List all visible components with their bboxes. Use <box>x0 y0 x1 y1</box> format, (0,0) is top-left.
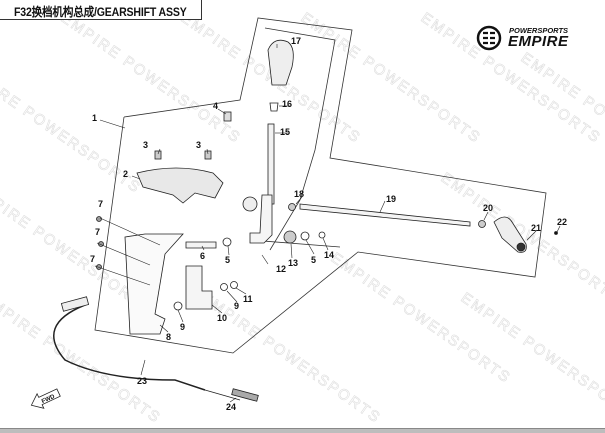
callout-5b: 5 <box>311 255 316 265</box>
bottom-border <box>0 428 605 433</box>
washer-14 <box>318 231 326 239</box>
callout-11: 11 <box>243 294 253 304</box>
fwd-arrow-icon: FWD <box>30 388 61 409</box>
callout-21: 21 <box>531 223 541 233</box>
callout-18: 18 <box>294 189 304 199</box>
nut-18 <box>288 203 296 211</box>
bolt-3a <box>154 150 162 160</box>
screw-7c <box>96 264 102 270</box>
callout-9b: 9 <box>234 301 239 311</box>
callout-7c: 7 <box>90 254 95 264</box>
shift-knob <box>267 39 294 86</box>
callout-2: 2 <box>123 169 128 179</box>
washer-9b <box>220 283 228 291</box>
screw-7a <box>96 216 102 222</box>
callout-5a: 5 <box>225 255 230 265</box>
callout-12: 12 <box>276 264 286 274</box>
lever-base <box>249 194 273 244</box>
callouts: 1 2 3 3 4 5 5 6 7 7 7 8 9 9 10 11 12 13 … <box>90 36 567 412</box>
bushing-5a <box>222 237 232 247</box>
knob-nut <box>269 102 279 112</box>
bracket <box>124 233 184 335</box>
callout-13: 13 <box>288 258 298 268</box>
fwd-label: FWD <box>41 394 57 405</box>
callout-10: 10 <box>217 313 227 323</box>
cable-end <box>60 296 90 312</box>
callout-19: 19 <box>386 194 396 204</box>
callout-8: 8 <box>166 332 171 342</box>
lever-rod <box>267 123 275 205</box>
title-box: F32换档机构总成/GEARSHIFT ASSY <box>0 0 202 20</box>
callout-22: 22 <box>557 217 567 227</box>
brand-logo: POWERSPORTS EMPIRE <box>476 25 586 51</box>
watermark: EMPIRE POWERSPORTS EMPIRE POWERSPORTS EM… <box>0 9 605 427</box>
callout-7b: 7 <box>95 227 100 237</box>
logo-powersports: POWERSPORTS <box>509 26 569 35</box>
callout-4: 4 <box>213 101 218 111</box>
callout-9a: 9 <box>180 322 185 332</box>
callout-17: 17 <box>291 36 301 46</box>
logo-empire: EMPIRE <box>508 33 569 50</box>
bushing-5b <box>300 231 310 241</box>
bolt-3b <box>204 150 212 160</box>
cable-23 <box>53 304 206 391</box>
washer-11 <box>230 281 238 289</box>
callout-24: 24 <box>226 402 236 412</box>
callout-15: 15 <box>280 127 290 137</box>
spring-24 <box>231 388 259 402</box>
shift-rod <box>299 203 471 227</box>
callout-20: 20 <box>483 203 493 213</box>
pin-6 <box>185 241 217 249</box>
clip-4 <box>223 111 232 122</box>
screw-22 <box>554 231 558 235</box>
callout-7a: 7 <box>98 199 103 209</box>
callout-14: 14 <box>324 250 334 260</box>
shift-cover <box>136 167 224 204</box>
callout-6: 6 <box>200 251 205 261</box>
callout-16: 16 <box>282 99 292 109</box>
empire-emblem-icon <box>476 25 502 51</box>
washer-9a <box>173 301 183 311</box>
plate-10 <box>185 265 213 310</box>
parts <box>53 39 561 403</box>
spring <box>283 230 297 244</box>
callout-3b: 3 <box>196 140 201 150</box>
callout-23: 23 <box>137 376 147 386</box>
lever-ball <box>242 196 258 212</box>
callout-1: 1 <box>92 113 97 123</box>
callout-3a: 3 <box>143 140 148 150</box>
diagram-title: F32换档机构总成/GEARSHIFT ASSY <box>14 5 187 19</box>
nut-20 <box>478 220 486 228</box>
shift-arm <box>493 216 527 253</box>
